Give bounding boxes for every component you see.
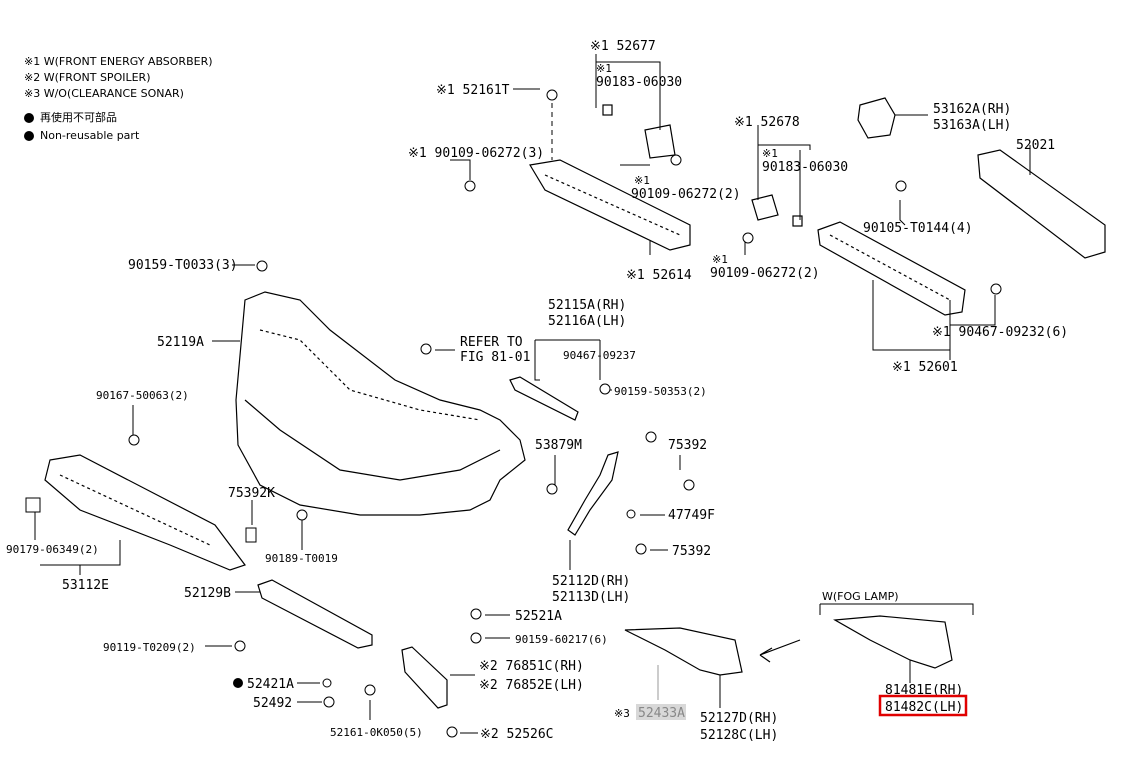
label-52433A-prefix: ※3: [614, 707, 630, 720]
bolt-icon: [895, 180, 907, 192]
label-75392a[interactable]: 75392: [668, 438, 707, 453]
label-52129B[interactable]: 52129B: [184, 586, 231, 601]
label-90467-09237[interactable]: 90467-09237: [563, 349, 636, 362]
label-90159-50353[interactable]: 90159-50353(2): [614, 385, 707, 398]
label-90183a-prefix: ※1: [596, 62, 612, 75]
label-75392b[interactable]: 75392: [672, 544, 711, 559]
label-52021[interactable]: 52021: [1016, 138, 1055, 153]
clip-icon: [546, 483, 558, 495]
label-90179[interactable]: 90179-06349(2): [6, 543, 99, 556]
washer-icon: [322, 678, 332, 688]
part-shapes: [44, 97, 1106, 709]
non-reusable-bullet-icon: [233, 678, 243, 688]
label-52112D[interactable]: 52112D(RH): [552, 574, 630, 589]
label-75392K[interactable]: 75392K: [228, 486, 275, 501]
bullet-icon: [24, 131, 34, 141]
label-refer-1[interactable]: REFER TO: [460, 335, 523, 350]
clip-icon: [635, 543, 647, 555]
label-90109-2b[interactable]: 90109-06272(2): [710, 266, 820, 281]
label-90189[interactable]: 90189-T0019: [265, 552, 338, 565]
label-53163A[interactable]: 53163A(LH): [933, 118, 1011, 133]
label-90183a[interactable]: 90183-06030: [596, 75, 682, 90]
label-52161-0K050[interactable]: 52161-0K050(5): [330, 726, 423, 739]
clip-icon: [470, 608, 482, 620]
legend-line-1: ※1 W(FRONT ENERGY ABSORBER): [24, 55, 213, 68]
clip-icon: [446, 726, 458, 738]
label-52678[interactable]: ※1 52678: [734, 115, 800, 130]
label-53879M[interactable]: 53879M: [535, 438, 582, 453]
label-90105[interactable]: 90105-T0144(4): [863, 221, 973, 236]
label-90167[interactable]: 90167-50063(2): [96, 389, 189, 402]
label-52421A[interactable]: 52421A: [247, 677, 294, 692]
leader-lines: [34, 54, 1031, 734]
label-52614[interactable]: ※1 52614: [626, 268, 692, 283]
label-53112E[interactable]: 53112E: [62, 578, 109, 593]
legend-line-3: ※3 W/O(CLEARANCE SONAR): [24, 87, 184, 100]
label-90109-2a[interactable]: 90109-06272(2): [631, 187, 741, 202]
label-90183b[interactable]: 90183-06030: [762, 160, 848, 175]
label-52526C[interactable]: ※2 52526C: [480, 727, 554, 742]
label-52127D[interactable]: 52127D(RH): [700, 711, 778, 726]
clip-icon: [364, 684, 376, 696]
label-52433A-bg: [636, 704, 686, 720]
clip-icon: [256, 260, 268, 272]
screw-icon: [626, 509, 636, 519]
clip-icon: [296, 509, 308, 521]
legend-line-2: ※2 W(FRONT SPOILER): [24, 71, 151, 84]
arrow-icon: [759, 639, 801, 663]
label-52601[interactable]: ※1 52601: [892, 360, 958, 375]
label-52677[interactable]: ※1 52677: [590, 39, 656, 54]
label-52113D[interactable]: 52113D(LH): [552, 590, 630, 605]
label-52433A[interactable]: 52433A: [638, 706, 685, 721]
clip-icon: [323, 696, 335, 708]
clip-icon: [645, 431, 657, 443]
bolt-icon: [670, 154, 682, 166]
clip-icon: [245, 527, 257, 543]
clip-icon: [25, 497, 41, 513]
highlight-box: [878, 694, 968, 717]
legend: ※1 W(FRONT ENERGY ABSORBER) ※2 W(FRONT S…: [24, 54, 213, 144]
label-90109-2b-prefix: ※1: [712, 253, 728, 266]
label-76851C[interactable]: ※2 76851C(RH): [479, 659, 584, 674]
label-76852E[interactable]: ※2 76852E(LH): [479, 678, 584, 693]
note-jp-text: 再使用不可部品: [40, 111, 117, 124]
note-en-text: Non-reusable part: [40, 129, 140, 142]
label-53162A[interactable]: 53162A(RH): [933, 102, 1011, 117]
label-52492[interactable]: 52492: [253, 696, 292, 711]
label-52119A[interactable]: 52119A: [157, 335, 204, 350]
label-81481E[interactable]: 81481E(RH): [885, 683, 963, 698]
label-52115A[interactable]: 52115A(RH): [548, 298, 626, 313]
label-52521A[interactable]: 52521A: [515, 609, 562, 624]
clip-icon: [420, 343, 432, 355]
clip-icon: [546, 89, 558, 101]
clip-icon: [599, 383, 611, 395]
bolt-icon: [742, 232, 754, 244]
legend-note-jp: 再使用不可部品: [24, 110, 213, 126]
label-81482C[interactable]: 81482C(LH): [885, 700, 963, 715]
label-90467-6[interactable]: ※1 90467-09232(6): [932, 325, 1068, 340]
label-52116A[interactable]: 52116A(LH): [548, 314, 626, 329]
label-90183b-prefix: ※1: [762, 147, 778, 160]
bullet-icon: [24, 113, 34, 123]
label-90159-60217[interactable]: 90159-60217(6): [515, 633, 608, 646]
bolt-icon: [464, 180, 476, 192]
label-52128C[interactable]: 52128C(LH): [700, 728, 778, 743]
label-90119[interactable]: 90119-T0209(2): [103, 641, 196, 654]
bolt-icon: [470, 632, 482, 644]
label-52161T[interactable]: ※1 52161T: [436, 83, 510, 98]
clip-icon: [683, 479, 695, 491]
label-refer-2[interactable]: FIG 81-01: [460, 350, 530, 365]
legend-note-en: Non-reusable part: [24, 128, 213, 144]
bolt-icon: [128, 434, 140, 446]
fastener-icons: [25, 89, 1002, 738]
bolt-icon: [234, 640, 246, 652]
label-fog-lamp: W(FOG LAMP): [822, 590, 899, 603]
label-47749F[interactable]: 47749F: [668, 508, 715, 523]
clip-icon: [990, 283, 1002, 295]
label-90159-T0033[interactable]: 90159-T0033(3): [128, 258, 238, 273]
label-90109-3[interactable]: ※1 90109-06272(3): [408, 146, 544, 161]
label-90109-2a-prefix: ※1: [634, 174, 650, 187]
